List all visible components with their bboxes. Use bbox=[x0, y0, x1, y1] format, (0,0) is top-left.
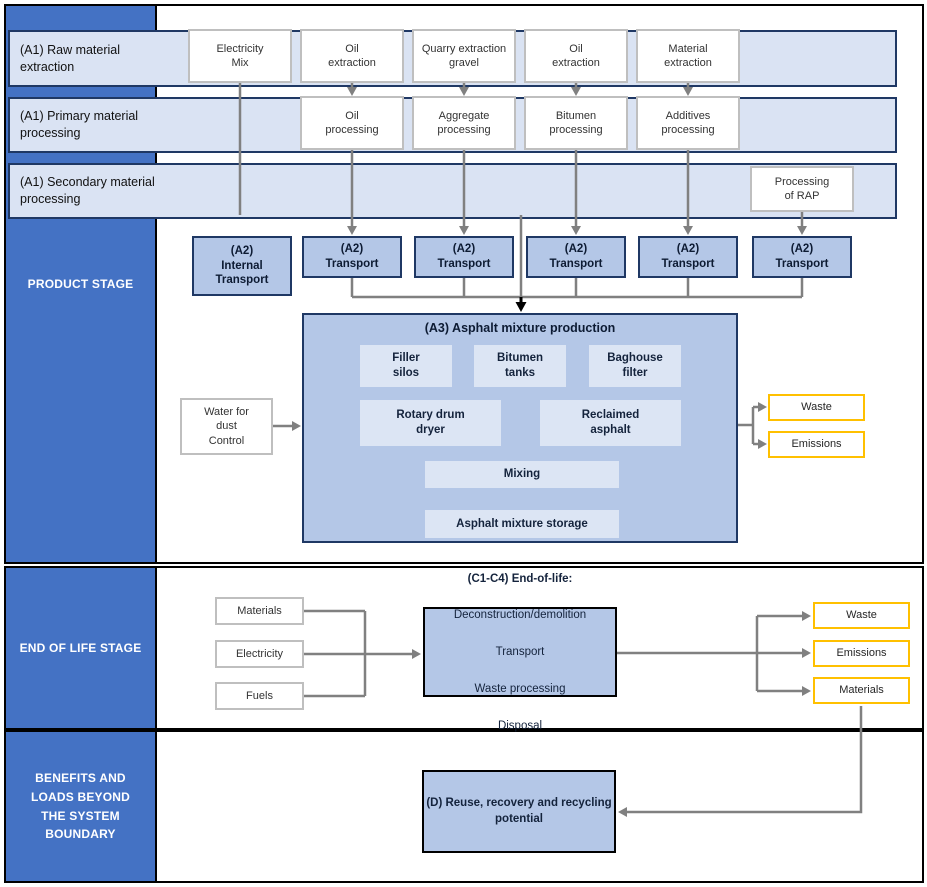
box-oil-extraction-1: Oil extraction bbox=[300, 29, 404, 83]
box-d-reuse-recovery-recycling: (D) Reuse, recovery and recycling potent… bbox=[422, 770, 616, 853]
band-primary-material-processing-label: (A1) Primary material processing bbox=[20, 109, 139, 140]
box-material-extraction: Material extraction bbox=[636, 29, 740, 83]
band-secondary-material-processing-label: (A1) Secondary material processing bbox=[20, 175, 155, 206]
box-transport-2: (A2) Transport bbox=[414, 236, 514, 278]
box-c1-c4-end-of-life: (C1-C4) End-of-life: Deconstruction/demo… bbox=[423, 573, 617, 732]
d-box-label: (D) Reuse, recovery and recycling potent… bbox=[426, 796, 612, 825]
unit-filler-silos: Filler silos bbox=[360, 345, 452, 387]
box-eol-output-emissions: Emissions bbox=[813, 640, 910, 667]
box-a3-asphalt-mixture-production: (A3) Asphalt mixture production Filler s… bbox=[302, 313, 738, 543]
box-transport-1: (A2) Transport bbox=[302, 236, 402, 278]
c-box-line-deconstruction: Deconstruction/demolition bbox=[453, 609, 587, 622]
box-water-for-dust-control: Water for dust Control bbox=[180, 398, 273, 455]
c-box-title: (C1-C4) End-of-life: bbox=[467, 572, 573, 585]
a3-title: (A3) Asphalt mixture production bbox=[424, 321, 616, 335]
c-box-content: (C1-C4) End-of-life: Deconstruction/demo… bbox=[454, 548, 586, 756]
box-eol-output-materials: Materials bbox=[813, 677, 910, 704]
unit-rotary-drum-dryer: Rotary drum dryer bbox=[360, 400, 501, 446]
box-transport-4: (A2) Transport bbox=[638, 236, 738, 278]
box-additives-processing: Additives processing bbox=[636, 96, 740, 150]
c-box-line-waste-processing: Waste processing bbox=[474, 683, 566, 696]
c-box-line-transport: Transport bbox=[495, 646, 545, 659]
band-secondary-material-processing: (A1) Secondary material processing bbox=[8, 163, 897, 219]
box-bitumen-processing: Bitumen processing bbox=[524, 96, 628, 150]
box-oil-processing: Oil processing bbox=[300, 96, 404, 150]
box-oil-extraction-2: Oil extraction bbox=[524, 29, 628, 83]
box-eol-input-fuels: Fuels bbox=[215, 682, 304, 710]
benefits-label: BENEFITS AND LOADS BEYOND THE SYSTEM BOU… bbox=[30, 771, 131, 842]
band-raw-material-extraction-label: (A1) Raw material extraction bbox=[20, 42, 121, 74]
end-of-life-sidebar: END OF LIFE STAGE bbox=[6, 568, 157, 728]
box-a3-output-waste: Waste bbox=[768, 394, 865, 421]
box-aggregate-processing: Aggregate processing bbox=[412, 96, 516, 150]
box-electricity-mix: Electricity Mix bbox=[188, 29, 292, 83]
box-a3-output-emissions: Emissions bbox=[768, 431, 865, 458]
c-box-line-disposal: Disposal bbox=[497, 719, 543, 732]
box-eol-input-electricity: Electricity bbox=[215, 640, 304, 668]
box-quarry-extraction-gravel: Quarry extraction gravel bbox=[412, 29, 516, 83]
unit-reclaimed-asphalt: Reclaimed asphalt bbox=[540, 400, 681, 446]
box-processing-of-rap: Processing of RAP bbox=[750, 166, 854, 212]
unit-baghouse-filter: Baghouse filter bbox=[589, 345, 681, 387]
box-internal-transport: (A2) Internal Transport bbox=[192, 236, 292, 296]
unit-bitumen-tanks: Bitumen tanks bbox=[474, 345, 566, 387]
product-stage-label: PRODUCT STAGE bbox=[27, 276, 134, 291]
box-transport-3: (A2) Transport bbox=[526, 236, 626, 278]
unit-asphalt-mixture-storage: Asphalt mixture storage bbox=[425, 510, 619, 538]
benefits-sidebar: BENEFITS AND LOADS BEYOND THE SYSTEM BOU… bbox=[6, 732, 157, 881]
unit-mixing: Mixing bbox=[425, 461, 619, 488]
box-eol-input-materials: Materials bbox=[215, 597, 304, 625]
end-of-life-label: END OF LIFE STAGE bbox=[19, 640, 142, 655]
box-transport-5: (A2) Transport bbox=[752, 236, 852, 278]
product-stage-sidebar: PRODUCT STAGE bbox=[6, 6, 157, 562]
box-eol-output-waste: Waste bbox=[813, 602, 910, 629]
